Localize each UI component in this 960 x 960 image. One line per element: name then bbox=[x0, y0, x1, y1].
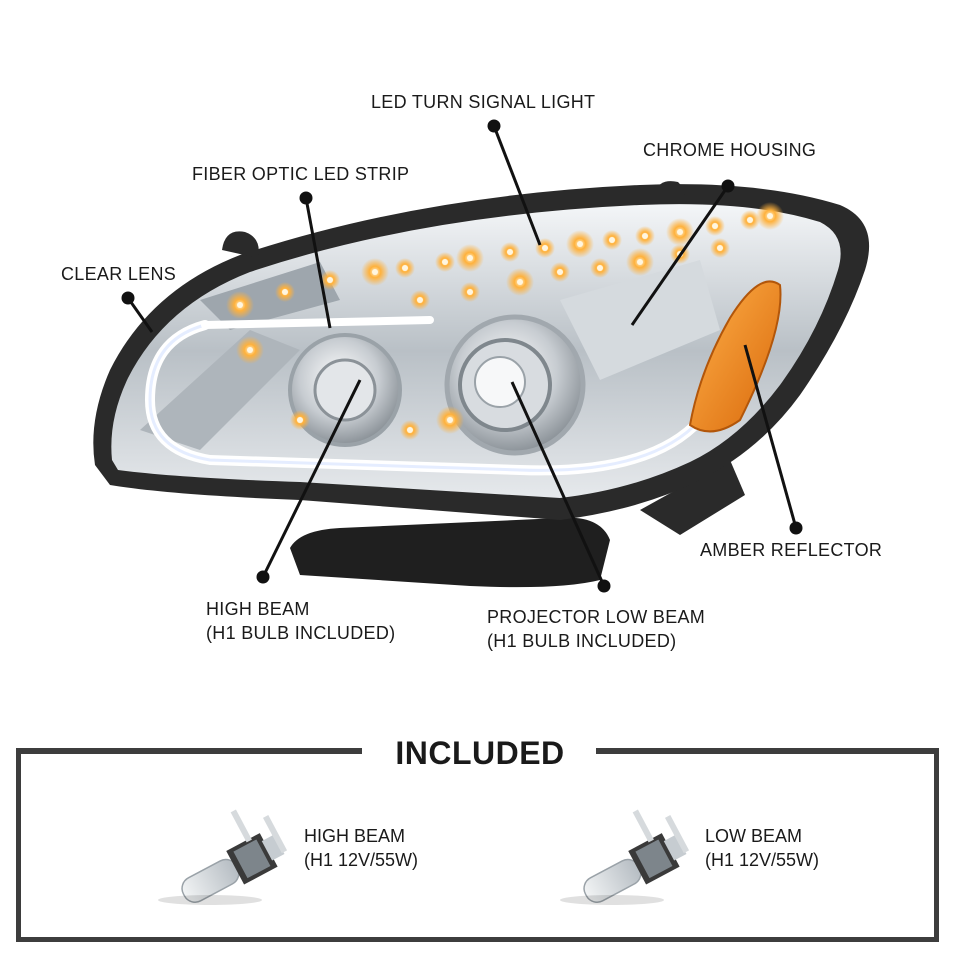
included-low-beam-line2: (H1 12V/55W) bbox=[705, 850, 820, 870]
leader-dot-projector bbox=[597, 579, 611, 593]
label-clear-lens: CLEAR LENS bbox=[61, 262, 176, 286]
label-fiber-optic-text: FIBER OPTIC LED STRIP bbox=[192, 164, 410, 184]
led-point bbox=[402, 265, 408, 271]
headlight-housing bbox=[93, 181, 870, 588]
label-amber-reflector: AMBER REFLECTOR bbox=[700, 538, 882, 562]
led-point bbox=[507, 249, 513, 255]
led-point bbox=[597, 265, 603, 271]
led-point bbox=[442, 259, 448, 265]
label-high-beam-line1: HIGH BEAM bbox=[206, 599, 310, 619]
included-frame-top-left bbox=[16, 748, 362, 754]
label-amber-reflector-text: AMBER REFLECTOR bbox=[700, 540, 883, 560]
leader-led-turn-signal bbox=[492, 125, 542, 246]
led-point bbox=[237, 302, 243, 308]
leader-dot-amber-reflector bbox=[789, 521, 803, 535]
led-point bbox=[407, 427, 413, 433]
led-point bbox=[677, 229, 683, 235]
label-chrome-housing-text: CHROME HOUSING bbox=[643, 140, 817, 160]
leader-fiber-optic bbox=[304, 197, 332, 329]
led-point bbox=[247, 347, 253, 353]
label-projector-line1: PROJECTOR LOW BEAM bbox=[487, 607, 706, 627]
leader-clear-lens bbox=[126, 297, 154, 333]
label-high-beam-line2: (H1 BULB INCLUDED) bbox=[206, 623, 396, 643]
label-projector: PROJECTOR LOW BEAM (H1 BULB INCLUDED) bbox=[487, 605, 705, 653]
included-high-beam-line2: (H1 12V/55W) bbox=[304, 850, 419, 870]
leader-dot-clear-lens bbox=[121, 291, 135, 305]
label-clear-lens-text: CLEAR LENS bbox=[61, 264, 177, 284]
included-high-beam-line1: HIGH BEAM bbox=[304, 826, 406, 846]
led-strip-lights bbox=[226, 202, 784, 440]
included-item-low-beam: LOW BEAM (H1 12V/55W) bbox=[705, 824, 819, 872]
led-point bbox=[282, 289, 288, 295]
label-high-beam: HIGH BEAM (H1 BULB INCLUDED) bbox=[206, 597, 395, 645]
led-point bbox=[417, 297, 423, 303]
label-led-turn-signal-text: LED TURN SIGNAL LIGHT bbox=[371, 92, 596, 112]
included-low-beam-line1: LOW BEAM bbox=[705, 826, 803, 846]
leader-projector bbox=[510, 381, 606, 587]
included-item-high-beam: HIGH BEAM (H1 12V/55W) bbox=[304, 824, 418, 872]
led-point bbox=[297, 417, 303, 423]
led-point bbox=[712, 223, 718, 229]
label-chrome-housing: CHROME HOUSING bbox=[643, 138, 816, 162]
callout-lines bbox=[121, 119, 803, 593]
led-point bbox=[767, 213, 773, 219]
leader-dot-fiber-optic bbox=[299, 191, 313, 205]
leader-amber-reflector bbox=[743, 344, 798, 529]
led-point bbox=[609, 237, 615, 243]
leader-dot-led-turn-signal bbox=[487, 119, 501, 133]
leader-dot-high-beam bbox=[256, 570, 270, 584]
led-point bbox=[717, 245, 723, 251]
label-led-turn-signal: LED TURN SIGNAL LIGHT bbox=[371, 90, 595, 114]
led-point bbox=[467, 289, 473, 295]
led-point bbox=[542, 245, 548, 251]
led-point bbox=[747, 217, 753, 223]
led-point bbox=[642, 233, 648, 239]
led-point bbox=[447, 417, 453, 423]
led-point bbox=[327, 277, 333, 283]
included-title: INCLUDED bbox=[395, 735, 565, 771]
led-point bbox=[467, 255, 473, 261]
label-projector-line2: (H1 BULB INCLUDED) bbox=[487, 631, 677, 651]
led-point bbox=[372, 269, 378, 275]
led-point bbox=[557, 269, 563, 275]
leader-high-beam bbox=[261, 379, 362, 578]
led-point bbox=[637, 259, 643, 265]
leader-chrome-housing bbox=[630, 185, 730, 326]
led-point bbox=[577, 241, 583, 247]
label-fiber-optic: FIBER OPTIC LED STRIP bbox=[192, 162, 409, 186]
h1-bulb-icon bbox=[158, 809, 288, 905]
included-frame-top-right bbox=[596, 748, 939, 754]
included-frame bbox=[16, 752, 939, 942]
h1-bulb-icon bbox=[560, 809, 690, 905]
leader-dot-chrome-housing bbox=[721, 179, 735, 193]
led-point bbox=[517, 279, 523, 285]
